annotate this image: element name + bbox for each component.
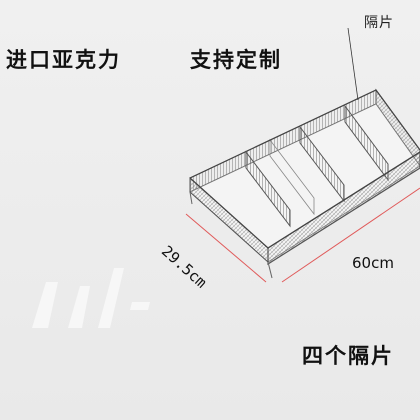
- watermark-logo-icon: [32, 268, 150, 328]
- tray-rim: [189, 89, 420, 179]
- divider-4: [269, 138, 315, 216]
- tray-rim-front: [189, 151, 420, 249]
- tray-foot: [189, 191, 193, 205]
- tray-foot: [267, 261, 273, 279]
- callout-leader-line: [347, 27, 359, 101]
- divider-callout-label: 隔片: [364, 15, 394, 31]
- divider-1: [245, 150, 291, 228]
- headline-material: 进口亚克力: [6, 47, 121, 72]
- width-dimension-label: 60cm: [352, 254, 394, 272]
- width-dimension-line: [281, 187, 420, 283]
- depth-dimension-line: [185, 213, 267, 283]
- headline-customization: 支持定制: [190, 47, 282, 72]
- divider-count-label: 四个隔片: [302, 343, 394, 368]
